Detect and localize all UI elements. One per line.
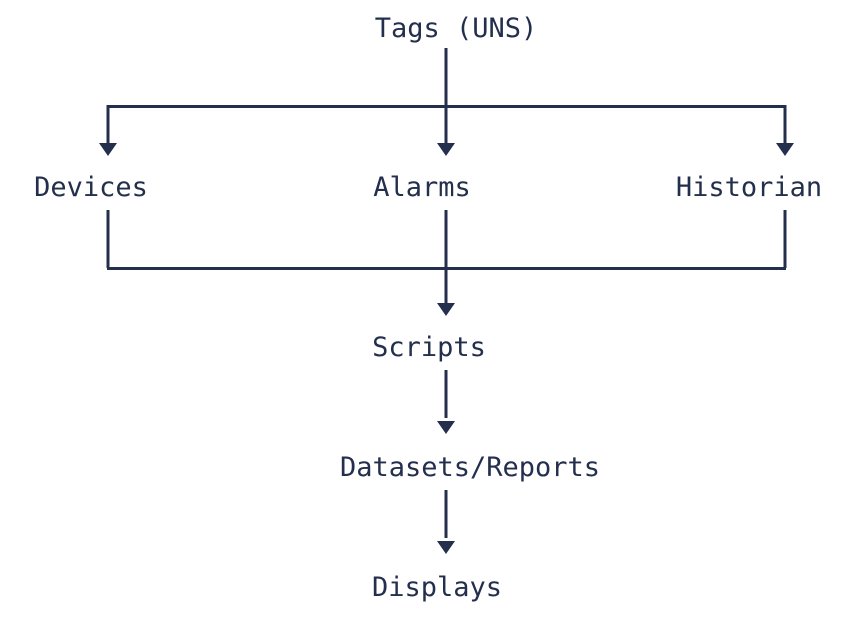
edge-tags-alarms-drop (444, 105, 448, 143)
arrow-down-icon-alarms (437, 143, 455, 156)
node-alarms: Alarms (373, 172, 471, 203)
arrow-down-icon-displays (437, 541, 455, 554)
node-tags: Tags (UNS) (374, 13, 538, 44)
edge-devices-riser (106, 210, 110, 268)
edge-alarms-riser (444, 210, 448, 268)
edge-datasets-displays-line (444, 490, 448, 538)
node-historian: Historian (675, 172, 823, 203)
arrow-down-icon-scripts (437, 303, 455, 316)
edge-historian-riser (783, 210, 787, 268)
arrow-down-icon-historian (776, 143, 794, 156)
node-devices: Devices (34, 172, 148, 203)
edge-scripts-datasets-line (444, 370, 448, 418)
node-displays: Displays (371, 572, 503, 603)
edge-merge-scripts-stem (444, 267, 448, 303)
node-datasets-reports: Datasets/Reports (339, 452, 601, 483)
edge-tags-historian-drop (783, 105, 787, 143)
arrow-down-icon-devices (99, 143, 117, 156)
edge-tags-stem (444, 48, 448, 108)
arrow-down-icon-datasets (437, 421, 455, 434)
edge-tags-devices-drop (106, 105, 110, 143)
node-scripts: Scripts (372, 332, 486, 363)
